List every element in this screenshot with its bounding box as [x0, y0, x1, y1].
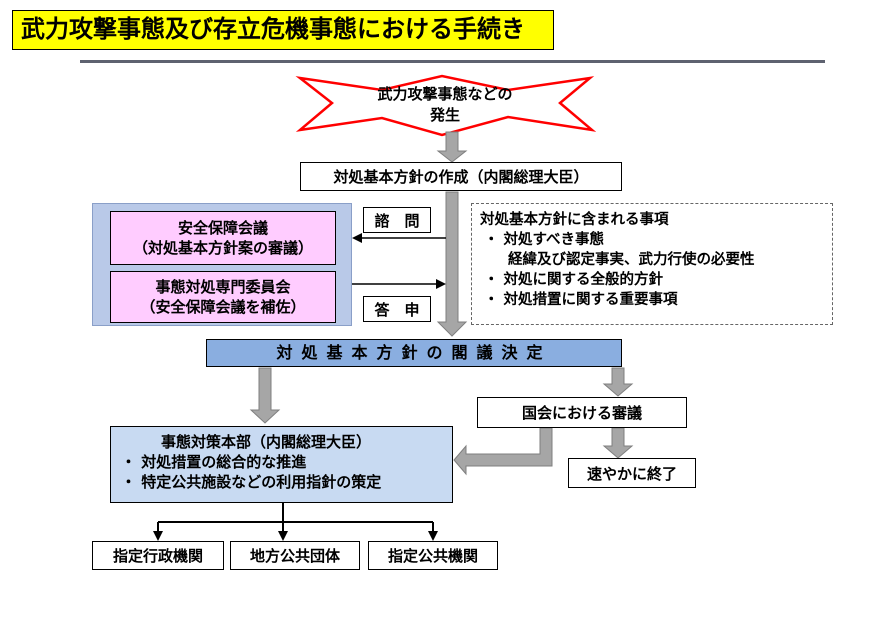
cabinet-decision-bar: 対処基本方針の閣議決定 — [206, 339, 622, 367]
response-hq-box: 事態対策本部（内閣総理大臣） ・ 対処措置の総合的な推進 ・ 特定公共施設などの… — [110, 426, 453, 503]
hq-item-1: ・ 対処措置の総合的な推進 — [121, 453, 307, 471]
security-council-line1: 安全保障会議 — [177, 219, 268, 237]
hq-title: 事態対策本部（内閣総理大臣） — [161, 433, 372, 451]
policy-item-2: ・ 対処に関する全般的方針 — [484, 272, 664, 288]
policy-items-heading: 対処基本方針に含まれる事項 — [480, 212, 669, 228]
designated-admin-label: 指定行政機関 — [112, 547, 203, 565]
arrow-to-local-gov — [278, 531, 288, 541]
diet-deliberation-box: 国会における審議 — [477, 397, 687, 428]
security-council-box: 安全保障会議 （対処基本方針案の審議） — [110, 211, 336, 265]
occurrence-line2: 発生 — [429, 106, 460, 124]
arrow-decision-to-diet — [602, 367, 634, 397]
arrow-consult — [352, 233, 362, 243]
policy-item-1-detail: 経緯及び認定事実、武力行使の必要性 — [508, 252, 755, 268]
page-title: 武力攻撃事態及び存立危機事態における手続き — [12, 10, 554, 50]
expert-committee-box: 事態対処専門委員会 （安全保障会議を補佐） — [110, 271, 336, 323]
expert-committee-line2: （安全保障会議を補佐） — [140, 298, 306, 316]
prompt-termination-label: 速やかに終了 — [586, 464, 677, 483]
arrow-report — [436, 279, 446, 289]
arrow-to-designated-public — [428, 531, 438, 541]
security-council-line2: （対処基本方針案の審議） — [132, 239, 313, 257]
policy-item-1: ・ 対処すべき事態 — [484, 232, 605, 248]
occurrence-burst — [295, 74, 597, 137]
local-gov-box: 地方公共団体 — [230, 541, 360, 570]
consult-label-box: 諮 問 — [363, 207, 431, 233]
designated-admin-box: 指定行政機関 — [92, 541, 224, 570]
expert-committee-line1: 事態対処専門委員会 — [155, 278, 291, 296]
arrow-diet-to-termination — [602, 427, 634, 459]
local-gov-label: 地方公共団体 — [249, 547, 340, 565]
prompt-termination-box: 速やかに終了 — [568, 458, 696, 488]
occurrence-node: 武力攻撃事態などの 発生 — [350, 82, 540, 128]
hq-item-2: ・ 特定公共施設などの利用指針の策定 — [121, 473, 382, 491]
basic-policy-creation-box: 対処基本方針の作成（内閣総理大臣） — [300, 162, 622, 191]
report-label: 答 申 — [374, 300, 420, 319]
arrow-occurrence-to-creation — [436, 131, 468, 163]
policy-item-3: ・ 対処措置に関する重要事項 — [484, 292, 678, 308]
basic-policy-creation-label: 対処基本方針の作成（内閣総理大臣） — [333, 168, 589, 186]
consult-label: 諮 問 — [374, 211, 420, 230]
designated-public-label: 指定公共機関 — [387, 547, 478, 565]
title-divider — [80, 60, 825, 63]
policy-items-box: 対処基本方針に含まれる事項 ・ 対処すべき事態 経緯及び認定事実、武力行使の必要… — [471, 203, 833, 325]
designated-public-box: 指定公共機関 — [368, 541, 498, 570]
report-label-box: 答 申 — [363, 296, 431, 322]
arrow-to-designated-admin — [153, 531, 163, 541]
arrow-diet-to-hq — [453, 427, 553, 476]
arrow-creation-to-decision — [436, 191, 468, 337]
arrow-decision-to-hq — [249, 367, 281, 424]
occurrence-line1: 武力攻撃事態などの — [377, 85, 513, 103]
diet-deliberation-label: 国会における審議 — [521, 404, 642, 422]
